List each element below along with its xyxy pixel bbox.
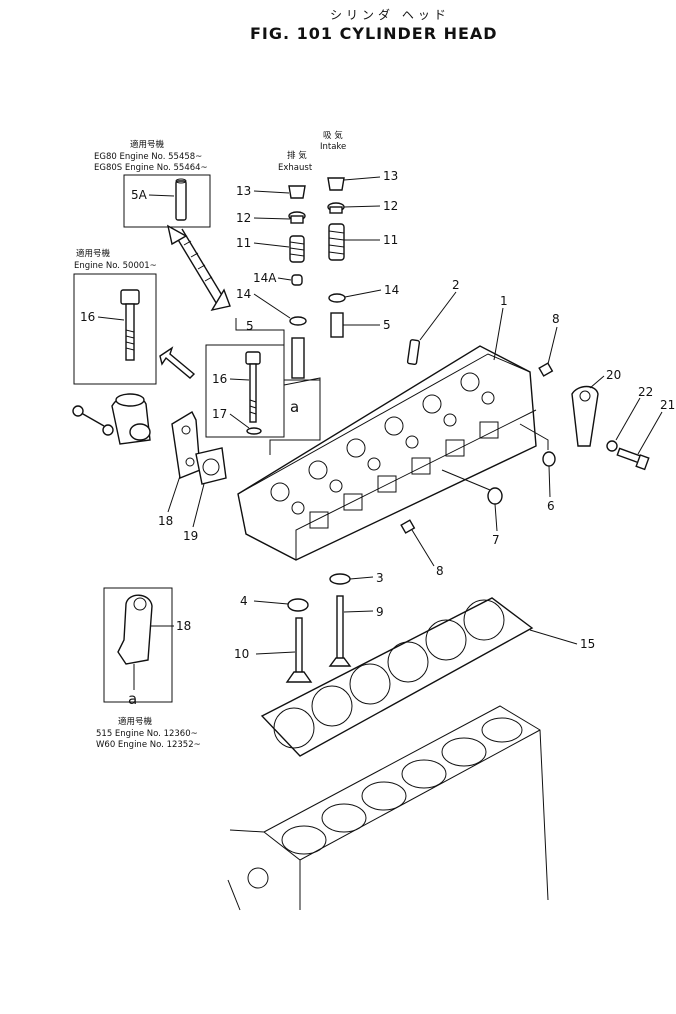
label-14a: 14A <box>253 271 277 285</box>
thermostat-housing <box>72 393 151 445</box>
dowel-2 <box>406 339 421 366</box>
inset-box-16 <box>73 273 157 385</box>
label-21: 21 <box>660 398 675 412</box>
note-mid-heading: 適用号機 <box>76 248 111 259</box>
label-8-top: 8 <box>552 312 560 326</box>
cylinder-head <box>237 345 537 561</box>
valve-10 <box>285 617 313 683</box>
note-top-line2: EG80S Engine No. 55464~ <box>94 163 208 173</box>
label-15: 15 <box>580 637 595 651</box>
ref-a-bottom: a <box>128 690 137 708</box>
spring-11-intake <box>328 223 345 261</box>
label-19: 19 <box>183 529 198 543</box>
seat-14a <box>291 274 303 286</box>
label-22: 22 <box>638 385 653 399</box>
seal-12-intake <box>327 202 345 214</box>
label-18: 18 <box>158 514 173 528</box>
plug-8-top <box>538 362 554 377</box>
label-11-left: 11 <box>236 236 251 250</box>
bolt-16 <box>245 351 261 423</box>
label-8-bottom: 8 <box>436 564 444 578</box>
washer-22 <box>606 440 618 452</box>
note-mid-line1: Engine No. 50001~ <box>74 261 157 271</box>
label-6: 6 <box>547 499 555 513</box>
label-3: 3 <box>376 571 384 585</box>
label-12-left: 12 <box>236 211 251 225</box>
label-1: 1 <box>500 294 508 308</box>
bracket-5 <box>235 318 320 381</box>
note-top-heading: 適用号機 <box>130 139 165 150</box>
label-5-right: 5 <box>383 318 391 332</box>
washer-14-intake <box>328 293 346 303</box>
note-exhaust: Exhaust <box>278 163 313 173</box>
label-10: 10 <box>234 647 249 661</box>
note-intake-jp: 吸 気 <box>323 130 343 141</box>
label-13-right: 13 <box>383 169 398 183</box>
guide-5-exhaust <box>291 337 305 379</box>
bracket-18 <box>171 411 201 479</box>
hanger-20 <box>571 385 599 447</box>
note-bottom-heading: 適用号機 <box>118 716 153 727</box>
title-japanese: シリンダ ヘッド <box>330 8 450 22</box>
label-9: 9 <box>376 605 384 619</box>
note-top-line1: EG80 Engine No. 55458~ <box>94 152 202 162</box>
label-5a: 5A <box>131 188 148 202</box>
label-16: 16 <box>212 372 227 386</box>
seal-12-exhaust <box>288 211 306 224</box>
gasket-19 <box>195 447 227 485</box>
label-5-left: 5 <box>246 319 254 333</box>
label-12-right: 12 <box>383 199 398 213</box>
note-bottom-line2: W60 Engine No. 12352~ <box>96 740 201 750</box>
label-13-left: 13 <box>236 184 251 198</box>
note-intake: Intake <box>320 142 346 152</box>
hatched-arrow <box>166 224 231 312</box>
hollow-arrow <box>159 346 196 379</box>
ref-line-a <box>269 377 321 455</box>
cylinder-block <box>227 705 549 911</box>
seat-3 <box>329 573 351 585</box>
bracket-18-inset <box>117 594 153 665</box>
washer-14-exhaust <box>289 316 307 326</box>
label-2: 2 <box>452 278 460 292</box>
guide-5-intake <box>330 312 344 338</box>
ref-a-top: a <box>290 398 299 416</box>
valve-9 <box>328 595 352 667</box>
page-title: FIG. 101 CYLINDER HEAD <box>250 24 498 43</box>
valve-guide-5a <box>175 178 187 221</box>
label-11-right: 11 <box>383 233 398 247</box>
label-16-inset: 16 <box>80 310 95 324</box>
note-exhaust-jp: 排 気 <box>287 150 307 161</box>
inset-box-5a <box>123 174 211 228</box>
label-14-right: 14 <box>384 283 399 297</box>
inset-box-18 <box>103 587 173 703</box>
seat-4 <box>287 598 309 612</box>
spring-11-exhaust <box>289 235 305 263</box>
retainer-13-exhaust <box>288 185 306 199</box>
inset-box-16-17 <box>205 344 285 438</box>
plug-8-bottom <box>400 519 416 534</box>
note-bottom-line1: 515 Engine No. 12360~ <box>96 729 198 739</box>
label-14-left: 14 <box>236 287 251 301</box>
label-17: 17 <box>212 407 227 421</box>
bolt-16-inset <box>120 289 140 361</box>
plug-6 <box>542 451 556 467</box>
label-4: 4 <box>240 594 248 608</box>
bolt-21 <box>616 447 650 471</box>
label-20: 20 <box>606 368 621 382</box>
washer-17 <box>246 427 262 435</box>
plug-7 <box>487 487 503 505</box>
retainer-13-intake <box>327 177 345 191</box>
head-gasket-15 <box>260 597 534 757</box>
label-7: 7 <box>492 533 500 547</box>
label-18-inset: 18 <box>176 619 191 633</box>
